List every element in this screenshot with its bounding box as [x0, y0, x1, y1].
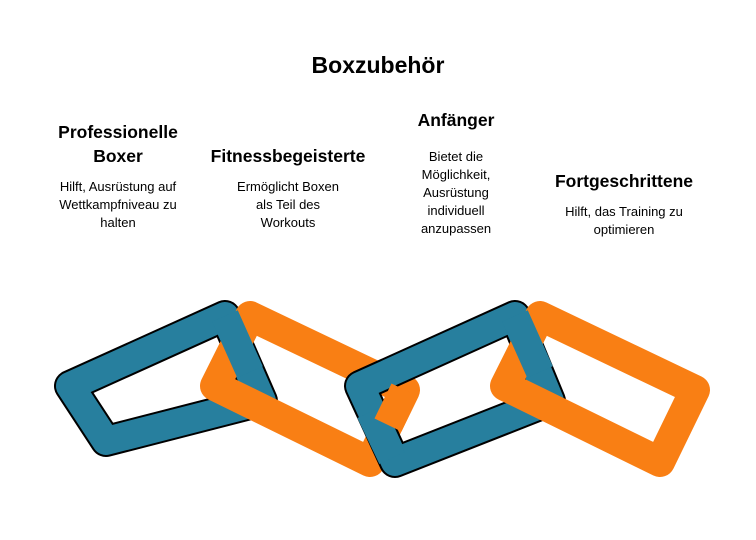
item-fitnessbegeisterte: Fitnessbegeisterte Ermöglicht Boxen als …: [198, 144, 378, 232]
item-heading: Fortgeschrittene: [554, 171, 694, 191]
chain-overlap: [212, 310, 553, 465]
item-anfaenger: Anfänger Bietet die Möglichkeit, Ausrüst…: [386, 108, 526, 238]
item-description: Hilft, Ausrüstung auf Wettkampfniveau zu…: [59, 179, 177, 230]
item-description: Hilft, das Training zu optimieren: [565, 204, 683, 237]
chain-link-1: [54, 300, 278, 457]
item-heading: Fitnessbegeisterte: [210, 146, 366, 166]
item-fortgeschrittene: Fortgeschrittene Hilft, das Training zu …: [534, 169, 714, 239]
item-professionelle-boxer: Professionelle Boxer Hilft, Ausrüstung a…: [33, 120, 203, 232]
item-description: Ermöglicht Boxen als Teil des Workouts: [237, 179, 339, 230]
chain-link-4: [490, 301, 710, 477]
item-description: Bietet die Möglichkeit, Ausrüstung indiv…: [420, 149, 492, 236]
item-heading: Anfänger: [417, 110, 495, 130]
chain-link-2: [200, 301, 420, 477]
diagram-title: Boxzubehör: [311, 52, 445, 78]
item-heading: Professionelle Boxer: [58, 122, 178, 166]
